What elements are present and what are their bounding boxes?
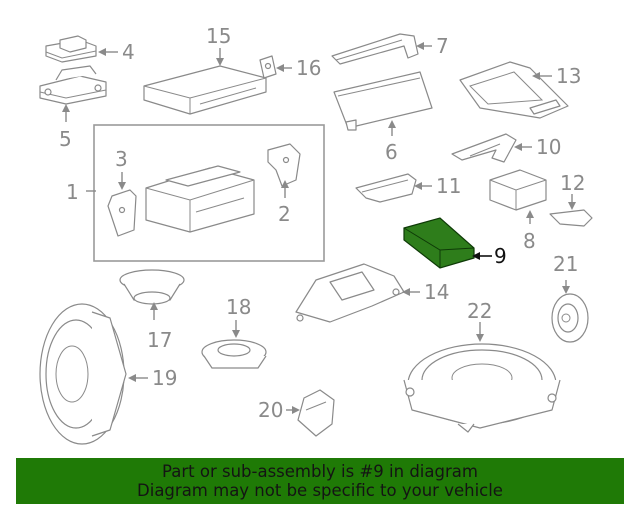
callout-number: 8 bbox=[523, 229, 536, 253]
callout-number: 10 bbox=[536, 135, 561, 159]
callout-9-highlighted[interactable]: 9 bbox=[472, 244, 507, 268]
part-3-bracket bbox=[107, 189, 137, 237]
part-17-speaker bbox=[119, 269, 185, 305]
callout-number: 21 bbox=[553, 252, 578, 276]
part-16-clip bbox=[259, 55, 277, 79]
part-11-bracket bbox=[355, 173, 417, 203]
callout-number: 4 bbox=[122, 40, 135, 64]
part-6-display bbox=[333, 71, 433, 131]
callout-number: 5 bbox=[59, 127, 72, 151]
callout-19[interactable]: 19 bbox=[128, 366, 177, 390]
callout-18[interactable]: 18 bbox=[226, 295, 251, 338]
part-22-speaker bbox=[403, 343, 561, 433]
callout-7[interactable]: 7 bbox=[416, 34, 449, 58]
part-8-module bbox=[489, 169, 547, 211]
banner-line-disclaimer: Diagram may not be specific to your vehi… bbox=[137, 481, 503, 500]
callout-21[interactable]: 21 bbox=[553, 252, 578, 294]
callout-number: 14 bbox=[424, 280, 449, 304]
callout-number: 12 bbox=[560, 171, 585, 195]
part-14-bracket bbox=[295, 263, 405, 323]
callout-number: 20 bbox=[258, 398, 283, 422]
callout-number: 18 bbox=[226, 295, 251, 319]
callout-5[interactable]: 5 bbox=[59, 104, 72, 151]
callout-number: 22 bbox=[467, 299, 492, 323]
callout-number: 2 bbox=[278, 202, 291, 226]
callout-number: 19 bbox=[152, 366, 177, 390]
callout-1[interactable]: 1 bbox=[66, 180, 96, 204]
callout-3[interactable]: 3 bbox=[115, 147, 128, 190]
callout-11[interactable]: 11 bbox=[414, 174, 461, 198]
callout-number: 11 bbox=[436, 174, 461, 198]
part-21-speaker bbox=[551, 293, 589, 343]
part-12-clip bbox=[549, 209, 593, 227]
callout-8[interactable]: 8 bbox=[523, 210, 536, 253]
callout-number: 7 bbox=[436, 34, 449, 58]
part-10-bracket bbox=[451, 133, 517, 163]
callout-number: 17 bbox=[147, 328, 172, 352]
callout-number: 13 bbox=[556, 64, 581, 88]
callout-4[interactable]: 4 bbox=[98, 40, 135, 64]
callout-20[interactable]: 20 bbox=[258, 398, 300, 422]
part-7-bracket bbox=[331, 33, 419, 65]
callout-number: 3 bbox=[115, 147, 128, 171]
callout-number: 9 bbox=[494, 244, 507, 268]
callout-2[interactable]: 2 bbox=[278, 180, 291, 226]
callout-12[interactable]: 12 bbox=[560, 171, 585, 210]
part-18-speaker bbox=[201, 339, 267, 369]
callout-number: 16 bbox=[296, 56, 321, 80]
part-20-tweeter bbox=[297, 389, 335, 437]
callout-number: 6 bbox=[385, 140, 398, 164]
part-15-module bbox=[143, 65, 267, 115]
callout-17[interactable]: 17 bbox=[147, 302, 172, 352]
callout-number: 15 bbox=[206, 24, 231, 48]
banner-line-part: Part or sub-assembly is #9 in diagram bbox=[162, 462, 478, 481]
callout-13[interactable]: 13 bbox=[532, 64, 581, 88]
part-19-speaker bbox=[39, 303, 127, 445]
part-info-banner: Part or sub-assembly is #9 in diagram Di… bbox=[16, 458, 624, 504]
part-5-bracket bbox=[39, 65, 107, 105]
part-13-cover bbox=[459, 61, 569, 119]
callout-number: 1 bbox=[66, 180, 79, 204]
parts-diagram: 1 2 3 4 5 6 7 8 bbox=[39, 24, 593, 445]
assembly-1-group-box bbox=[93, 124, 325, 262]
callout-14[interactable]: 14 bbox=[402, 280, 449, 304]
callout-22[interactable]: 22 bbox=[467, 299, 492, 342]
callout-16[interactable]: 16 bbox=[276, 56, 321, 80]
part-1-head-unit bbox=[145, 165, 255, 233]
part-2-bracket bbox=[267, 143, 301, 187]
part-4-bracket bbox=[45, 35, 97, 63]
part-9-highlighted[interactable] bbox=[403, 217, 475, 269]
callout-15[interactable]: 15 bbox=[206, 24, 231, 66]
callout-10[interactable]: 10 bbox=[514, 135, 561, 159]
callout-6[interactable]: 6 bbox=[385, 120, 398, 164]
